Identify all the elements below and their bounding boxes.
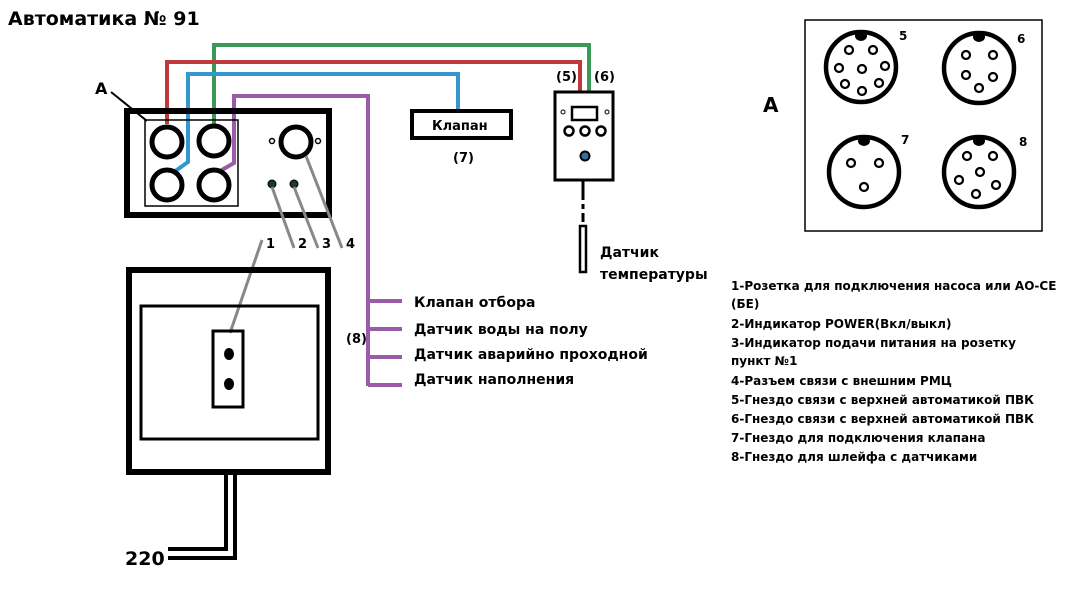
legend-line: 4-Разъем связи с внешним РМЦ	[731, 374, 952, 388]
outlet-pin	[224, 378, 234, 390]
temperature-controller	[553, 90, 615, 182]
legend-line: 3-Индикатор подачи питания на розетку	[731, 336, 1016, 350]
controller-button[interactable]	[563, 125, 575, 137]
outlet-pin	[224, 348, 234, 360]
sensor-item: Датчик наполнения	[414, 372, 574, 388]
connector-8-number: 8	[1019, 135, 1027, 149]
wire-blue	[172, 72, 460, 174]
temp-sensor-label-line2: температуры	[600, 267, 708, 283]
controller-display	[570, 105, 599, 122]
mount-hole	[314, 137, 322, 145]
legend-line: 6-Гнездо связи с верхней автоматикой ПВК	[731, 412, 1034, 426]
controller-indicator	[579, 150, 591, 162]
legend-line: (БЕ)	[731, 297, 759, 311]
legend-line: 2-Индикатор POWER(Вкл/выкл)	[731, 317, 951, 331]
sensor-loop-socket-label: (8)	[346, 332, 367, 347]
wire-purple	[219, 94, 370, 386]
controller-button[interactable]	[579, 125, 591, 137]
label-A-pointer	[110, 91, 148, 122]
connector-panel-label: A	[763, 93, 779, 117]
callout-3: 3	[322, 237, 331, 252]
controller-socket-5-label: (5)	[556, 70, 577, 85]
temp-sensor-label-line1: Датчик	[600, 245, 659, 261]
socket-5[interactable]	[149, 124, 185, 160]
callout-leaders	[228, 155, 344, 334]
pump-socket-unit	[126, 267, 331, 475]
mount-hole	[604, 109, 610, 115]
legend-line: 1-Розетка для подключения насоса или АО-…	[731, 279, 1056, 293]
socket-7[interactable]	[149, 167, 185, 203]
connector-7-number: 7	[901, 133, 909, 147]
outlet[interactable]	[211, 329, 245, 409]
socket-group-A	[144, 119, 239, 207]
socket-6[interactable]	[196, 123, 232, 159]
controller-button[interactable]	[595, 125, 607, 137]
callout-2: 2	[298, 237, 307, 252]
temperature-probe	[578, 224, 588, 274]
legend: 1-Розетка для подключения насоса или АО-…	[731, 279, 1056, 464]
diagram-title: Автоматика № 91	[8, 8, 200, 30]
connector-5-number: 5	[899, 29, 907, 43]
power-cable	[168, 470, 237, 560]
wire-red	[165, 60, 582, 124]
legend-line: пункт №1	[731, 354, 797, 368]
power-label: 220	[125, 548, 165, 570]
callout-1: 1	[266, 237, 275, 252]
mount-hole	[560, 109, 566, 115]
wire-green	[212, 43, 591, 124]
connector-6-number: 6	[1017, 32, 1025, 46]
connector-5	[823, 29, 899, 105]
valve-label: Клапан	[432, 119, 488, 134]
connector-6	[941, 30, 1017, 106]
sensor-item: Датчик воды на полу	[414, 322, 588, 338]
label-A: A	[95, 79, 108, 98]
legend-line: 8-Гнездо для шлейфа с датчиками	[731, 450, 977, 464]
legend-line: 7-Гнездо для подключения клапана	[731, 431, 985, 445]
socket-8[interactable]	[196, 167, 232, 203]
connector-panel	[804, 19, 1043, 232]
mount-hole	[268, 137, 276, 145]
callout-4: 4	[346, 237, 355, 252]
main-control-unit	[124, 108, 332, 218]
connector-7	[826, 134, 902, 210]
controller-socket-6-label: (6)	[594, 70, 615, 85]
legend-line: 5-Гнездо связи с верхней автоматикой ПВК	[731, 393, 1034, 407]
sensor-item: Датчик аварийно проходной	[414, 347, 648, 363]
sensor-item: Клапан отбора	[414, 295, 535, 311]
power-indicator	[267, 179, 277, 189]
connector-8	[941, 134, 1017, 210]
valve-socket-label: (7)	[453, 151, 474, 166]
valve[interactable]	[410, 109, 513, 140]
rmc-connector[interactable]	[278, 124, 314, 160]
socket-power-indicator	[289, 179, 299, 189]
